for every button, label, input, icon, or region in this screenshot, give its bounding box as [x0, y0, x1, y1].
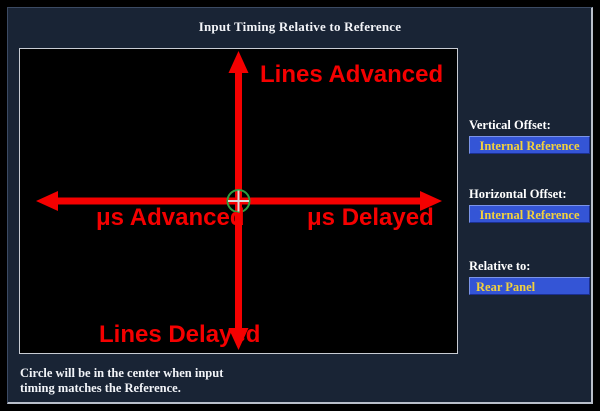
horizontal-offset-value[interactable]: Internal Reference: [469, 205, 590, 223]
relative-to-label: Relative to:: [469, 259, 531, 273]
down-arrow-icon: [228, 199, 249, 350]
axis-label-lines-delayed: Lines Delayed: [99, 321, 261, 348]
help-caption-line-2: timing matches the Reference.: [20, 381, 181, 395]
help-caption: Circle will be in the center when input …: [20, 366, 340, 396]
vertical-offset-value[interactable]: Internal Reference: [469, 136, 590, 154]
left-arrow-icon: [36, 191, 240, 211]
axis-label-us-delayed: μs Delayed: [307, 204, 434, 231]
main-panel: Input Timing Relative to Reference: [7, 7, 593, 404]
axis-label-lines-advanced: Lines Advanced: [260, 61, 444, 88]
timing-plot-area[interactable]: Lines Advanced μs Advanced μs Delayed Li…: [19, 48, 458, 354]
axis-label-us-advanced: μs Advanced: [96, 204, 245, 231]
horizontal-offset-label: Horizontal Offset:: [469, 187, 567, 201]
plot-canvas: Lines Advanced μs Advanced μs Delayed Li…: [20, 49, 457, 353]
up-arrow-icon: [228, 51, 249, 203]
help-caption-line-1: Circle will be in the center when input: [20, 366, 224, 380]
right-arrow-icon: [238, 191, 442, 211]
page-title: Input Timing Relative to Reference: [198, 19, 402, 34]
position-crosshair-circle-icon: [226, 189, 251, 213]
vertical-offset-label: Vertical Offset:: [469, 118, 551, 132]
relative-to-value[interactable]: Rear Panel: [469, 277, 590, 295]
crosshair-axes-graphic: [36, 51, 442, 350]
